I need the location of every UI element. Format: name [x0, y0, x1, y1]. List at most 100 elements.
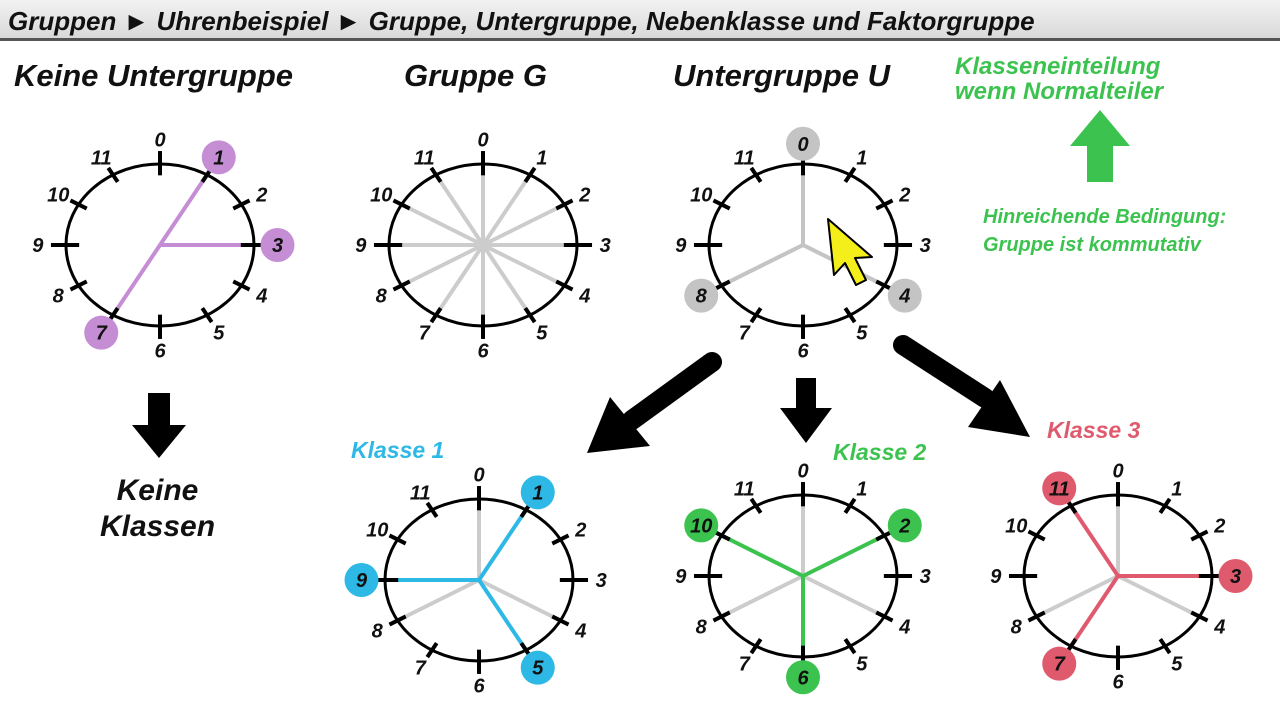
clock-number: 6	[473, 675, 485, 697]
spoke-gray	[482, 202, 566, 247]
label-klasse-3: Klasse 3	[1047, 417, 1141, 443]
spoke-gray	[478, 578, 562, 623]
clock-number: 6	[797, 340, 809, 362]
clock-number: 11	[734, 478, 755, 500]
clock-tick	[1158, 638, 1172, 655]
mouse-cursor-icon	[827, 218, 873, 286]
clock-number: 2	[574, 519, 586, 541]
clock-number: 10	[47, 184, 69, 206]
clock-number: 2	[255, 184, 267, 206]
clock-number: 10	[690, 515, 712, 537]
clock-number: 6	[477, 340, 489, 362]
breadcrumb: Gruppen ► Uhrenbeispiel ► Gruppe, Unterg…	[0, 0, 1280, 41]
clock-tick	[429, 307, 443, 324]
highlight-dot	[1042, 471, 1077, 506]
clock-tick	[749, 166, 763, 183]
clock-tick	[1027, 529, 1046, 542]
clock-number: 2	[578, 184, 590, 206]
clock-tick	[843, 638, 857, 655]
clock-tick	[551, 533, 570, 546]
clock-number: 9	[356, 570, 368, 592]
clock-tick	[555, 198, 574, 211]
title-keine-untergruppe: Keine Untergruppe	[14, 58, 294, 93]
spoke-gray	[720, 574, 804, 619]
clock-number: 0	[477, 130, 488, 152]
label-klasse-1: Klasse 1	[351, 437, 445, 463]
clock-tick	[392, 279, 411, 292]
arrows	[132, 110, 1130, 458]
title-untergruppe-u: Untergruppe U	[673, 58, 890, 93]
clock-tick	[429, 166, 443, 183]
spoke-gray	[1117, 574, 1201, 619]
clock-tick	[875, 610, 894, 623]
clock-number: 3	[596, 570, 607, 592]
clock-number: 9	[675, 235, 687, 257]
clock-number: 10	[1005, 515, 1027, 537]
clock-tick	[843, 166, 857, 183]
clock-tick	[551, 614, 570, 627]
clock-number: 7	[415, 658, 427, 680]
spoke-gray	[400, 243, 484, 288]
clock-tick	[712, 610, 731, 623]
clock-number: 10	[366, 519, 388, 541]
highlight-dot	[1042, 646, 1077, 681]
clock-number: 8	[53, 286, 65, 308]
spoke-gray	[481, 243, 532, 317]
arrow-to-klasse-2	[780, 378, 832, 443]
clock-tick	[843, 497, 857, 514]
clock-tick	[1027, 610, 1046, 623]
clock-number: 2	[898, 184, 910, 206]
clock-number: 9	[32, 235, 44, 257]
clock-number: 11	[734, 147, 755, 169]
note-bedingung-line1: Hinreichende Bedingung:	[983, 206, 1227, 228]
clock-number: 5	[213, 323, 225, 345]
clock-tick	[523, 166, 537, 183]
clock-number: 5	[536, 323, 548, 345]
clock-tick	[749, 638, 763, 655]
clock-tick	[843, 307, 857, 324]
clock-number: 6	[797, 667, 809, 689]
clock-number: 10	[690, 184, 712, 206]
highlight-dot	[786, 126, 820, 161]
spoke-gray	[400, 202, 484, 247]
highlight-dot	[1218, 559, 1253, 593]
highlight-dot	[786, 660, 820, 695]
clock-number: 9	[990, 566, 1002, 588]
clock-tick	[749, 307, 763, 324]
highlight-dot	[520, 650, 555, 685]
clock-number: 4	[255, 286, 267, 308]
clock-tick	[749, 497, 763, 514]
clock-number: 1	[532, 482, 543, 504]
clock-tick	[1190, 529, 1209, 542]
spoke-colored	[158, 168, 213, 247]
clock-number: 11	[410, 482, 431, 504]
keine-klassen-line1: Keine	[116, 474, 199, 507]
clock-number: 4	[898, 286, 910, 308]
arrow-to-klasse-1	[587, 352, 722, 453]
arrow-up-green	[1070, 110, 1130, 182]
clock-number: 8	[372, 621, 384, 643]
clock-tick	[232, 279, 251, 292]
clock-tick	[875, 198, 894, 211]
clock-tick	[392, 198, 411, 211]
clock-number: 3	[1230, 566, 1241, 588]
spoke-gray	[434, 173, 485, 247]
clock-number: 7	[739, 654, 751, 676]
clock-number: 0	[1112, 461, 1123, 483]
spoke-colored	[1065, 499, 1120, 578]
note-bedingung: Hinreichende Bedingung: Gruppe ist kommu…	[983, 203, 1226, 259]
note-klasseneinteilung-line1: Klasseneinteilung	[955, 53, 1161, 80]
clock-number: 2	[898, 515, 910, 537]
note-bedingung-line2: Gruppe ist kommutativ	[983, 234, 1201, 256]
clock-number: 7	[1054, 654, 1066, 676]
clock-number: 11	[91, 147, 112, 169]
highlight-dot	[344, 563, 379, 597]
clock-number: 0	[797, 461, 808, 483]
clock-number: 0	[797, 134, 808, 156]
clock-number: 1	[1171, 478, 1182, 500]
keine-klassen-line2: Klassen	[99, 510, 216, 543]
title-gruppe-g: Gruppe G	[404, 58, 547, 93]
highlight-dot	[684, 278, 719, 313]
clock-tick	[388, 533, 407, 546]
